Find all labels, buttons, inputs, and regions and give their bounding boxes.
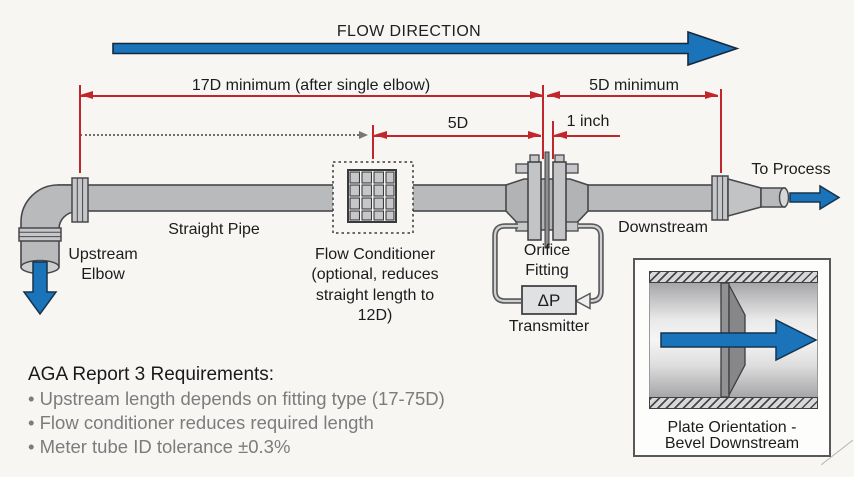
dim-arrow	[528, 131, 541, 140]
dim-arrow	[530, 91, 543, 100]
plate-orientation-inset: Plate Orientation - Bevel Downstream	[633, 258, 831, 457]
requirement-item-1: • Upstream length depends on fitting typ…	[28, 388, 445, 409]
requirement-item-3: • Meter tube ID tolerance ±0.3%	[28, 436, 291, 457]
orifice-fitting-assembly	[505, 151, 589, 249]
flow-conditioner	[332, 161, 414, 234]
flow-conditioner-label-line3: straight length to	[315, 286, 435, 304]
reducer-cone	[727, 177, 762, 218]
inset-flow-arrow	[660, 318, 818, 362]
inlet-flow-arrow-down	[22, 261, 58, 316]
elbow-flange-vertical	[18, 227, 62, 242]
dim-ext-line	[79, 85, 81, 173]
downstream-label: Downstream	[618, 219, 708, 236]
dim-ext-line	[542, 85, 545, 159]
flow-conditioner-label-line4: 12D)	[357, 307, 393, 325]
inset-pipe-wall-top	[649, 271, 818, 283]
flow-conditioner-label-line1: Flow Conditioner	[314, 246, 436, 263]
orifice-fitting-label-line2: Fitting	[525, 262, 569, 280]
dim-ext-line	[720, 89, 723, 173]
elbow-flange-horizontal	[71, 177, 89, 223]
flow-conditioner-label: Flow Conditioner (optional, reduces stra…	[311, 245, 438, 327]
inset-plate-graphic	[660, 283, 818, 397]
dim-line-5d	[374, 135, 541, 137]
orifice-fitting-label-line1: Orifice	[523, 242, 571, 259]
straight-pipe-label: Straight Pipe	[168, 221, 260, 238]
dotted-arrowhead	[359, 131, 368, 140]
flow-direction-label: FLOW DIRECTION	[336, 23, 482, 40]
dim-label-5d-min: 5D minimum	[589, 77, 679, 94]
inset-caption-line1: Plate Orientation -	[667, 419, 797, 436]
dim-dotted-reference	[80, 134, 363, 137]
dim-line-1inch	[554, 135, 620, 137]
dim-label-1inch: 1 inch	[566, 113, 610, 130]
outlet-open-end	[778, 187, 790, 208]
to-process-arrow	[789, 184, 841, 211]
reducer-flange	[711, 175, 729, 221]
flow-direction-arrow	[112, 30, 740, 67]
dim-arrow	[374, 131, 387, 140]
dim-label-17d: 17D minimum (after single elbow)	[191, 77, 431, 94]
tube-arrowhead	[574, 292, 591, 310]
orifice-fitting-label: Orifice Fitting	[524, 241, 570, 282]
dim-ext-line	[372, 125, 375, 159]
dim-line-5d-min	[547, 95, 718, 97]
inset-pipe-wall-bottom	[649, 397, 818, 409]
inset-caption-line2: Bevel Downstream	[664, 435, 800, 452]
flow-conditioner-label-line2: (optional, reduces	[311, 266, 439, 284]
impulse-tubing	[492, 223, 604, 310]
dim-line-17d	[80, 95, 543, 97]
orifice-plate	[544, 151, 550, 249]
upstream-elbow-label-line2: Elbow	[81, 266, 125, 284]
dim-arrow	[80, 91, 93, 100]
transmitter-label: Transmitter	[508, 318, 590, 335]
requirement-item-2: • Flow conditioner reduces required leng…	[28, 412, 374, 433]
dim-ext-line	[552, 121, 555, 159]
dim-arrow	[705, 91, 718, 100]
dim-arrow	[547, 91, 560, 100]
upstream-elbow-label: Upstream Elbow	[68, 245, 137, 286]
upstream-elbow-label-line1: Upstream	[68, 246, 138, 263]
upstream-elbow-shape	[20, 184, 81, 268]
dim-arrow	[554, 131, 567, 140]
to-process-label: To Process	[751, 161, 831, 178]
dp-transmitter-box	[521, 285, 577, 315]
requirements-heading: AGA Report 3 Requirements:	[28, 364, 275, 385]
dim-label-5d: 5D	[447, 115, 469, 132]
dp-label: ΔP	[537, 291, 561, 310]
